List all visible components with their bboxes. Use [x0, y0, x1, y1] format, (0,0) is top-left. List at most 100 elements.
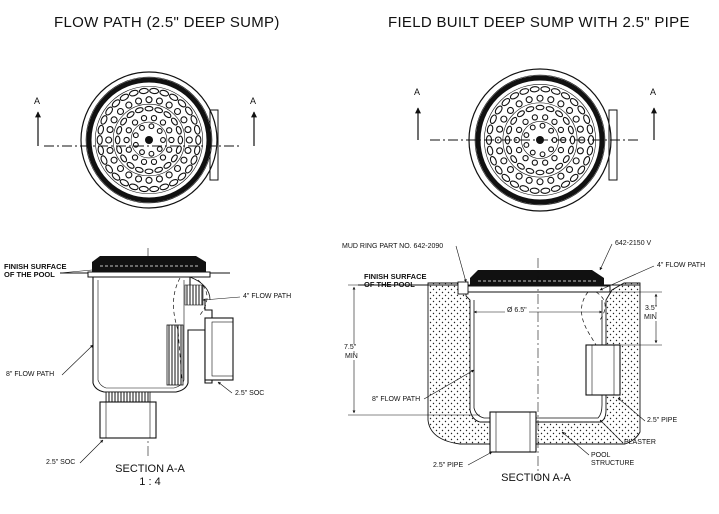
left-grate-holes — [94, 85, 204, 195]
grate-hole — [139, 149, 145, 156]
left-flow-4in-label: 4" FLOW PATH — [243, 293, 292, 300]
grate-hole — [184, 106, 193, 116]
grate-hole — [106, 126, 114, 134]
grate-hole — [173, 164, 182, 173]
grate-hole — [180, 116, 188, 124]
grate-hole — [154, 166, 164, 173]
grate-hole — [539, 122, 546, 129]
grate-hole — [114, 135, 121, 145]
grate-hole — [548, 146, 555, 153]
left-section-marker-a-right: A — [250, 96, 257, 106]
grate-hole — [97, 124, 105, 135]
grate-hole — [501, 97, 511, 107]
grate-hole — [536, 94, 544, 102]
grate-hole — [111, 172, 121, 181]
grate-hole — [551, 118, 558, 126]
grate-hole — [149, 185, 160, 193]
grate-hole — [155, 97, 163, 105]
grate-hole — [516, 162, 525, 170]
grate-hole — [193, 145, 201, 156]
grate-ring — [112, 103, 186, 177]
grate-hole — [529, 149, 536, 156]
grate-hole — [555, 162, 564, 170]
grate-ring — [130, 121, 168, 159]
right-pipe-bottom-label: 2.5" PIPE — [433, 462, 464, 469]
grate-hole — [123, 136, 130, 144]
right-dim-7-5-min-label: MIN — [345, 353, 358, 360]
grate-hole — [523, 132, 530, 138]
grate-hole — [119, 178, 129, 187]
right-section-view — [348, 243, 662, 480]
grate-hole — [131, 154, 139, 161]
right-plaster-label: PLASTER — [624, 439, 656, 446]
grate-hole — [140, 158, 148, 165]
grate-hole — [110, 156, 118, 164]
grate-hole — [163, 161, 172, 169]
grate-hole — [496, 125, 504, 133]
grate-hole — [545, 167, 555, 174]
grate-hole — [150, 158, 158, 165]
left-of-the-pool-label: OF THE POOL — [4, 270, 55, 279]
grate-hole — [509, 92, 520, 100]
grate-hole — [494, 105, 503, 115]
grate-hole — [510, 155, 518, 164]
grate-hole — [175, 125, 182, 135]
grate-hole — [531, 114, 538, 121]
grate-hole — [134, 166, 144, 173]
left-section-title-text: SECTION A-A — [115, 463, 185, 475]
grate-hole — [525, 167, 535, 174]
grate-hole — [166, 146, 173, 153]
grate-hole — [138, 185, 149, 193]
right-642-2150-label: 642-2150 V — [615, 240, 652, 247]
grate-hole — [190, 115, 198, 125]
right-grate-holes — [484, 84, 596, 196]
grate-hole — [125, 101, 133, 109]
grate-hole — [126, 161, 135, 169]
grate-hole — [177, 135, 184, 145]
grate-hole — [116, 164, 125, 173]
grate-hole — [572, 115, 580, 123]
grate-hole — [567, 125, 574, 135]
grate-hole — [540, 86, 551, 93]
grate-ring — [94, 85, 204, 195]
grate-hole — [148, 123, 155, 130]
grate-hole — [522, 118, 529, 126]
grate-hole — [145, 176, 153, 184]
grate-hole — [555, 110, 564, 118]
grate-hole — [489, 114, 497, 125]
grate-hole — [557, 126, 565, 134]
grate-hole — [170, 154, 178, 163]
grate-hole — [144, 168, 154, 175]
right-section-title: SECTION A-A — [501, 472, 571, 484]
left-section-view — [59, 248, 241, 464]
grate-hole — [159, 154, 167, 161]
grate-hole — [565, 106, 574, 115]
grate-hole — [155, 175, 163, 183]
grate-hole — [529, 187, 540, 194]
left-scale-text: 1 : 4 — [139, 475, 161, 488]
grate-hole — [159, 183, 170, 191]
grate-hole — [525, 106, 535, 113]
grate-hole — [572, 157, 580, 165]
left-soc-bottom-label: 2.5" SOC — [46, 459, 76, 466]
grate-hole — [577, 165, 586, 175]
grate-hole — [173, 107, 182, 116]
grate-hole — [126, 111, 135, 119]
right-structure-label: STRUCTURE — [591, 460, 635, 467]
right-dim-3-5-min-label: MIN — [644, 314, 657, 321]
grate-hole — [576, 147, 584, 155]
grate-hole — [165, 101, 173, 109]
grate-hole — [557, 172, 565, 180]
grate-hole — [562, 116, 570, 125]
grate-hole — [169, 178, 179, 187]
grate-hole — [515, 100, 523, 108]
grate-hole — [156, 128, 163, 134]
grate-hole — [569, 173, 579, 183]
grate-hole — [494, 165, 503, 175]
grate-hole — [567, 145, 574, 155]
grate-hole — [148, 150, 155, 157]
grate-hole — [535, 104, 545, 111]
grate-hole — [177, 99, 187, 108]
grate-hole — [539, 151, 546, 158]
